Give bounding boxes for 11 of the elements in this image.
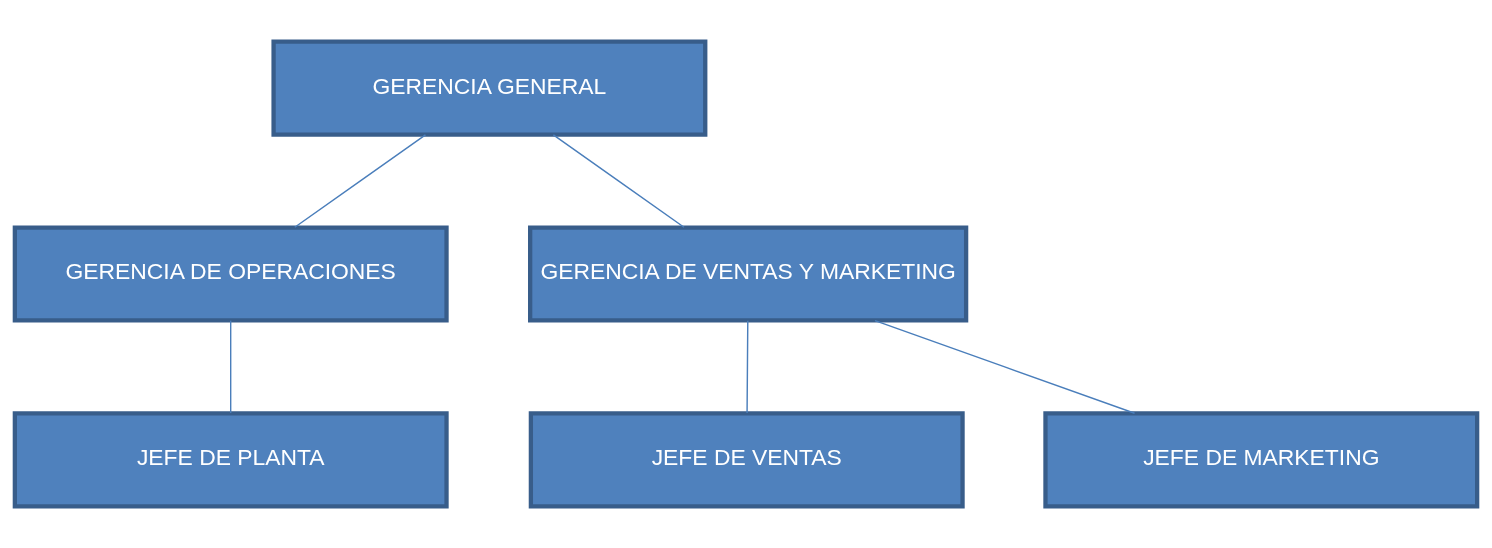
- node-box: GERENCIA GENERAL: [271, 39, 708, 137]
- connector: [294, 134, 427, 228]
- node-box: GERENCIA DE VENTAS Y MARKETING: [528, 225, 969, 323]
- node-box: JEFE DE PLANTA: [12, 411, 449, 509]
- node-box: JEFE DE MARKETING: [1043, 411, 1480, 509]
- connector: [746, 319, 749, 414]
- connector: [552, 134, 685, 228]
- connector: [874, 319, 1136, 414]
- node-box: JEFE DE VENTAS: [528, 411, 965, 509]
- connector: [229, 319, 232, 414]
- node-box: GERENCIA DE OPERACIONES: [12, 225, 449, 323]
